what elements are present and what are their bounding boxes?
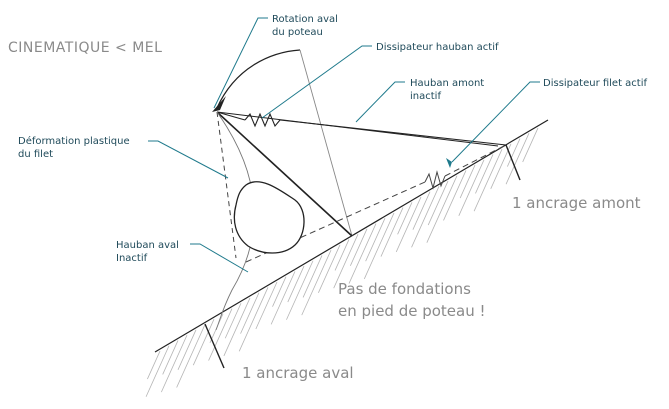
hatch-line [160,334,188,393]
rotation-arrow-head [212,96,226,112]
hatch-line [301,249,332,316]
hatch-line [522,127,539,163]
hatch-line [286,260,314,320]
downstream-anchor [204,323,225,369]
label-deformation-1: Déformation plastique [18,135,130,147]
net-side-dashed [216,111,237,259]
hatch-line [287,265,305,303]
hatch-line [223,297,251,357]
hatch-line [208,308,233,361]
hatch-line [255,281,278,330]
label-dissipateur-hauban: Dissipateur hauban actif [376,42,499,53]
hatch-line [427,180,449,226]
hatch-line [395,196,422,253]
hatch-line [238,287,269,352]
dissipateur-filet-leader [451,81,540,163]
label-ancrage-amont: 1 ancrage amont [512,194,641,212]
net-bottom-dashed-2 [444,144,507,177]
hatch-line [145,345,170,397]
hatch-line [459,164,476,199]
hatch-line [302,255,323,298]
hatch-line [397,202,413,235]
label-hauban-aval-2: Inactif [116,253,148,264]
hatch-line [363,212,395,280]
hatch-line [240,292,260,334]
hatch-line [365,218,386,262]
hatch-line [272,276,287,307]
hatch-line [473,148,503,212]
hatch-line [333,233,359,289]
hatch-line [348,223,377,284]
label-hauban-aval-1: Hauban aval [116,240,179,251]
hatch-line [318,244,341,293]
rotation-leader [213,17,268,109]
deformation-leader [148,140,229,179]
hatch-line [349,228,368,267]
hatch-line [458,159,485,216]
hatch-line [426,175,458,243]
label-ancrage-aval: 1 ancrage aval [242,364,354,382]
rotation-arc [216,49,301,109]
hatch-line [177,329,197,370]
hatch-line [443,170,467,221]
label-rotation-2: du poteau [272,27,323,38]
slope-hatching [145,127,539,397]
hatch-line [411,186,440,248]
label-pas-fondations-1: Pas de fondations [338,280,471,298]
hatch-line [412,191,431,230]
hatch-line [224,303,242,339]
hatch-line [507,138,521,167]
label-hauban-amont-2: inactif [410,91,441,102]
hatch-line [162,340,179,375]
downstream-guy [215,111,255,331]
hatch-line [147,350,161,380]
label-pas-fondations-2: en pied de poteau ! [338,302,486,320]
label-deformation-2: du filet [18,149,53,160]
hatch-line [334,239,350,271]
hatch-line [380,207,404,257]
label-rotation-1: Rotation aval [272,14,338,25]
original-post-line [299,49,353,237]
upstream-guy-start [216,111,246,121]
dissipateur-filet-arrow [446,158,452,168]
filet-dissipator-spring [424,170,446,190]
upstream-anchor [505,144,521,181]
boulder [233,181,305,254]
post [216,111,353,237]
hatch-line [176,324,206,388]
hauban-amont-leader [355,81,405,123]
net-top-line [216,111,499,147]
diagram-title: CINEMATIQUE < MEL [8,40,162,56]
dissipateur-hauban-leader [261,45,372,119]
hatch-line [505,133,530,185]
label-dissipateur-filet: Dissipateur filet actif [543,78,648,89]
hatch-line [490,143,512,190]
hatch-line [192,319,215,366]
hatch-line [270,271,296,325]
hauban-aval-leader [190,243,249,273]
hatch-line [475,154,494,194]
label-hauban-amont-1: Hauban amont [410,78,484,89]
